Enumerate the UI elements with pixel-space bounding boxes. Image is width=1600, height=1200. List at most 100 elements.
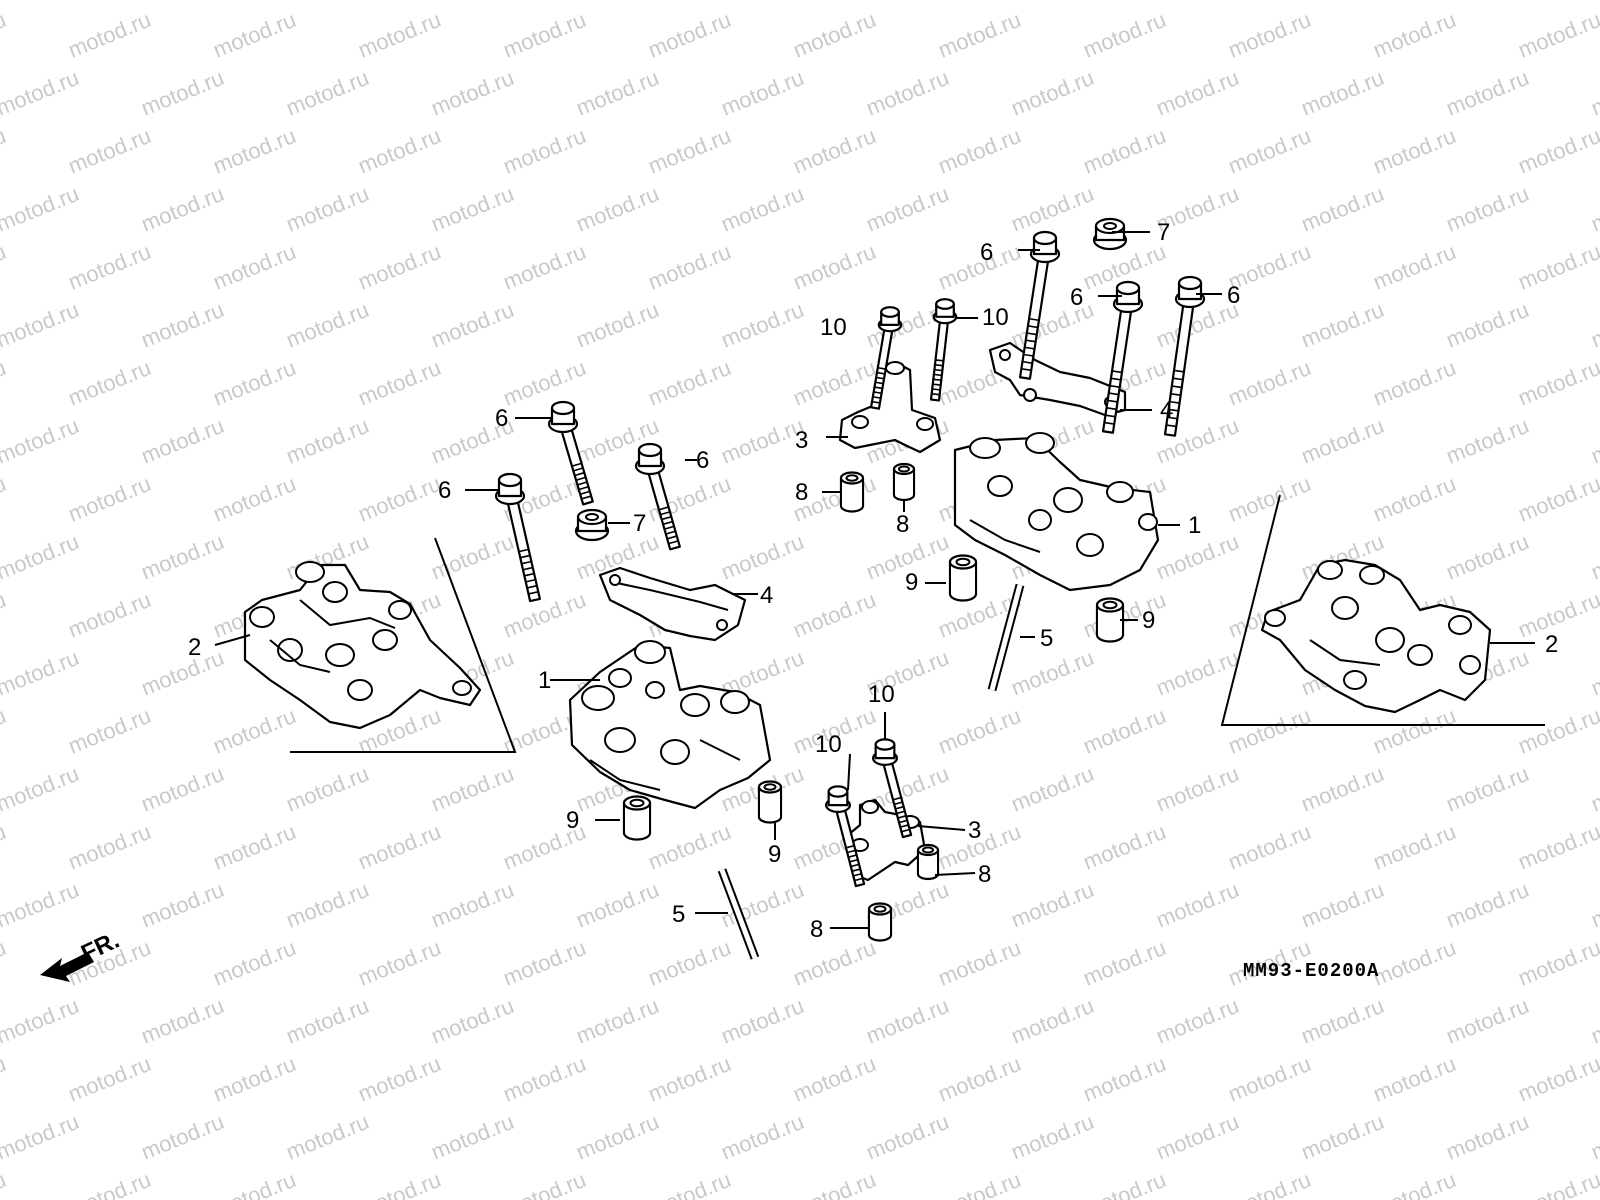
watermark-text: motod.ru xyxy=(355,355,445,411)
watermark-text: motod.ru xyxy=(1588,297,1600,353)
callout-8: 8 xyxy=(810,916,823,943)
watermark-text: motod.ru xyxy=(1153,877,1243,933)
callout-8: 8 xyxy=(978,861,991,888)
watermark-text: motod.ru xyxy=(1080,123,1170,179)
dowel-pin xyxy=(867,902,893,942)
watermark-text: motod.ru xyxy=(718,413,808,469)
front-arrow-icon xyxy=(40,952,94,982)
watermark-text: motod.ru xyxy=(65,7,155,63)
watermark-text: motod.ru xyxy=(718,1109,808,1165)
watermark-text: motod.ru xyxy=(1080,587,1170,643)
callout-9: 9 xyxy=(566,807,579,834)
watermark-text: motod.ru xyxy=(1370,819,1460,875)
watermark-text: motod.ru xyxy=(283,993,373,1049)
watermark-text: motod.ru xyxy=(65,355,155,411)
collar xyxy=(948,554,978,602)
leader-lines xyxy=(214,231,1535,929)
part-5-stud-left xyxy=(717,868,760,960)
watermark-text: motod.ru xyxy=(1370,703,1460,759)
callout-8: 8 xyxy=(795,479,808,506)
watermark-text: motod.ru xyxy=(0,471,9,527)
watermark-text: motod.ru xyxy=(0,993,82,1049)
watermark-text: motod.ru xyxy=(500,587,590,643)
watermark-text: motod.ru xyxy=(1298,0,1388,5)
watermark-text: motod.ru xyxy=(283,1109,373,1165)
watermark-text: motod.ru xyxy=(1515,935,1600,991)
watermark-text: motod.ru xyxy=(428,761,518,817)
watermark-text: motod.ru xyxy=(65,703,155,759)
callout-6: 6 xyxy=(495,405,508,432)
watermark-text: motod.ru xyxy=(1225,355,1315,411)
watermark-text: motod.ru xyxy=(790,239,880,295)
watermark-text: motod.ru xyxy=(935,7,1025,63)
watermark-text: motod.ru xyxy=(138,413,228,469)
collar xyxy=(1095,597,1125,643)
watermark-text: motod.ru xyxy=(1515,703,1600,759)
watermark-text: motod.ru xyxy=(1515,819,1600,875)
callout-6: 6 xyxy=(1070,284,1083,311)
watermark-text: motod.ru xyxy=(355,7,445,63)
watermark-text: motod.ru xyxy=(1080,935,1170,991)
watermark-text: motod.ru xyxy=(1008,181,1098,237)
watermark-text: motod.ru xyxy=(1298,877,1388,933)
watermark-text: motod.ru xyxy=(1225,123,1315,179)
watermark-text: motod.ru xyxy=(718,0,808,5)
watermark-text: motod.ru xyxy=(1370,239,1460,295)
watermark-text: motod.ru xyxy=(283,761,373,817)
watermark-text: motod.ru xyxy=(790,7,880,63)
watermark-text: motod.ru xyxy=(1443,65,1533,121)
watermark-text: motod.ru xyxy=(1225,819,1315,875)
watermark-text: motod.ru xyxy=(1008,1109,1098,1165)
callout-10: 10 xyxy=(815,731,842,758)
watermark-text: motod.ru xyxy=(500,935,590,991)
watermark-text: motod.ru xyxy=(428,297,518,353)
watermark-text: motod.ru xyxy=(500,355,590,411)
watermark-text: motod.ru xyxy=(65,1051,155,1107)
callout-2: 2 xyxy=(188,634,201,661)
watermark-text: motod.ru xyxy=(1298,181,1388,237)
watermark-text: motod.ru xyxy=(210,123,300,179)
watermark-text: motod.ru xyxy=(1080,1167,1170,1200)
diagram-code: MM93-E0200A xyxy=(1243,960,1379,982)
watermark-text: motod.ru xyxy=(718,181,808,237)
callout-9: 9 xyxy=(768,841,781,868)
watermark-text: motod.ru xyxy=(1298,65,1388,121)
watermark-text: motod.ru xyxy=(1588,761,1600,817)
watermark-text: motod.ru xyxy=(1298,761,1388,817)
bolt xyxy=(824,785,866,888)
watermark-text: motod.ru xyxy=(1153,1109,1243,1165)
watermark-text: motod.ru xyxy=(718,993,808,1049)
watermark-text: motod.ru xyxy=(210,239,300,295)
callout-7: 7 xyxy=(1157,219,1170,246)
watermark-text: motod.ru xyxy=(1370,123,1460,179)
callout-4: 4 xyxy=(1160,397,1173,424)
watermark-text: motod.ru xyxy=(65,587,155,643)
watermark-text: motod.ru xyxy=(1080,1051,1170,1107)
watermark-text: motod.ru xyxy=(1008,645,1098,701)
watermark-text: motod.ru xyxy=(138,0,228,5)
inset-frame-left xyxy=(290,537,517,753)
watermark-text: motod.ru xyxy=(65,239,155,295)
watermark-text: motod.ru xyxy=(0,819,9,875)
watermark-text: motod.ru xyxy=(428,993,518,1049)
callout-4: 4 xyxy=(760,582,773,609)
watermark-text: motod.ru xyxy=(0,1167,9,1200)
watermark-text: motod.ru xyxy=(0,413,82,469)
watermark-text: motod.ru xyxy=(428,181,518,237)
watermark-text: motod.ru xyxy=(790,935,880,991)
callout-3: 3 xyxy=(795,427,808,454)
watermark-text: motod.ru xyxy=(283,297,373,353)
watermark-text: motod.ru xyxy=(1443,1109,1533,1165)
part-2-rocker-holder-right xyxy=(1260,558,1492,714)
watermark-text: motod.ru xyxy=(0,761,82,817)
watermark-text: motod.ru xyxy=(0,123,9,179)
watermark-text: motod.ru xyxy=(0,1109,82,1165)
watermark-text: motod.ru xyxy=(428,1109,518,1165)
callout-5: 5 xyxy=(672,901,685,928)
nut xyxy=(1092,217,1128,251)
bolt xyxy=(1018,230,1061,380)
watermark-text: motod.ru xyxy=(863,65,953,121)
watermark-text: motod.ru xyxy=(1370,935,1460,991)
watermark-text: motod.ru xyxy=(573,297,663,353)
watermark-text: motod.ru xyxy=(935,1051,1025,1107)
